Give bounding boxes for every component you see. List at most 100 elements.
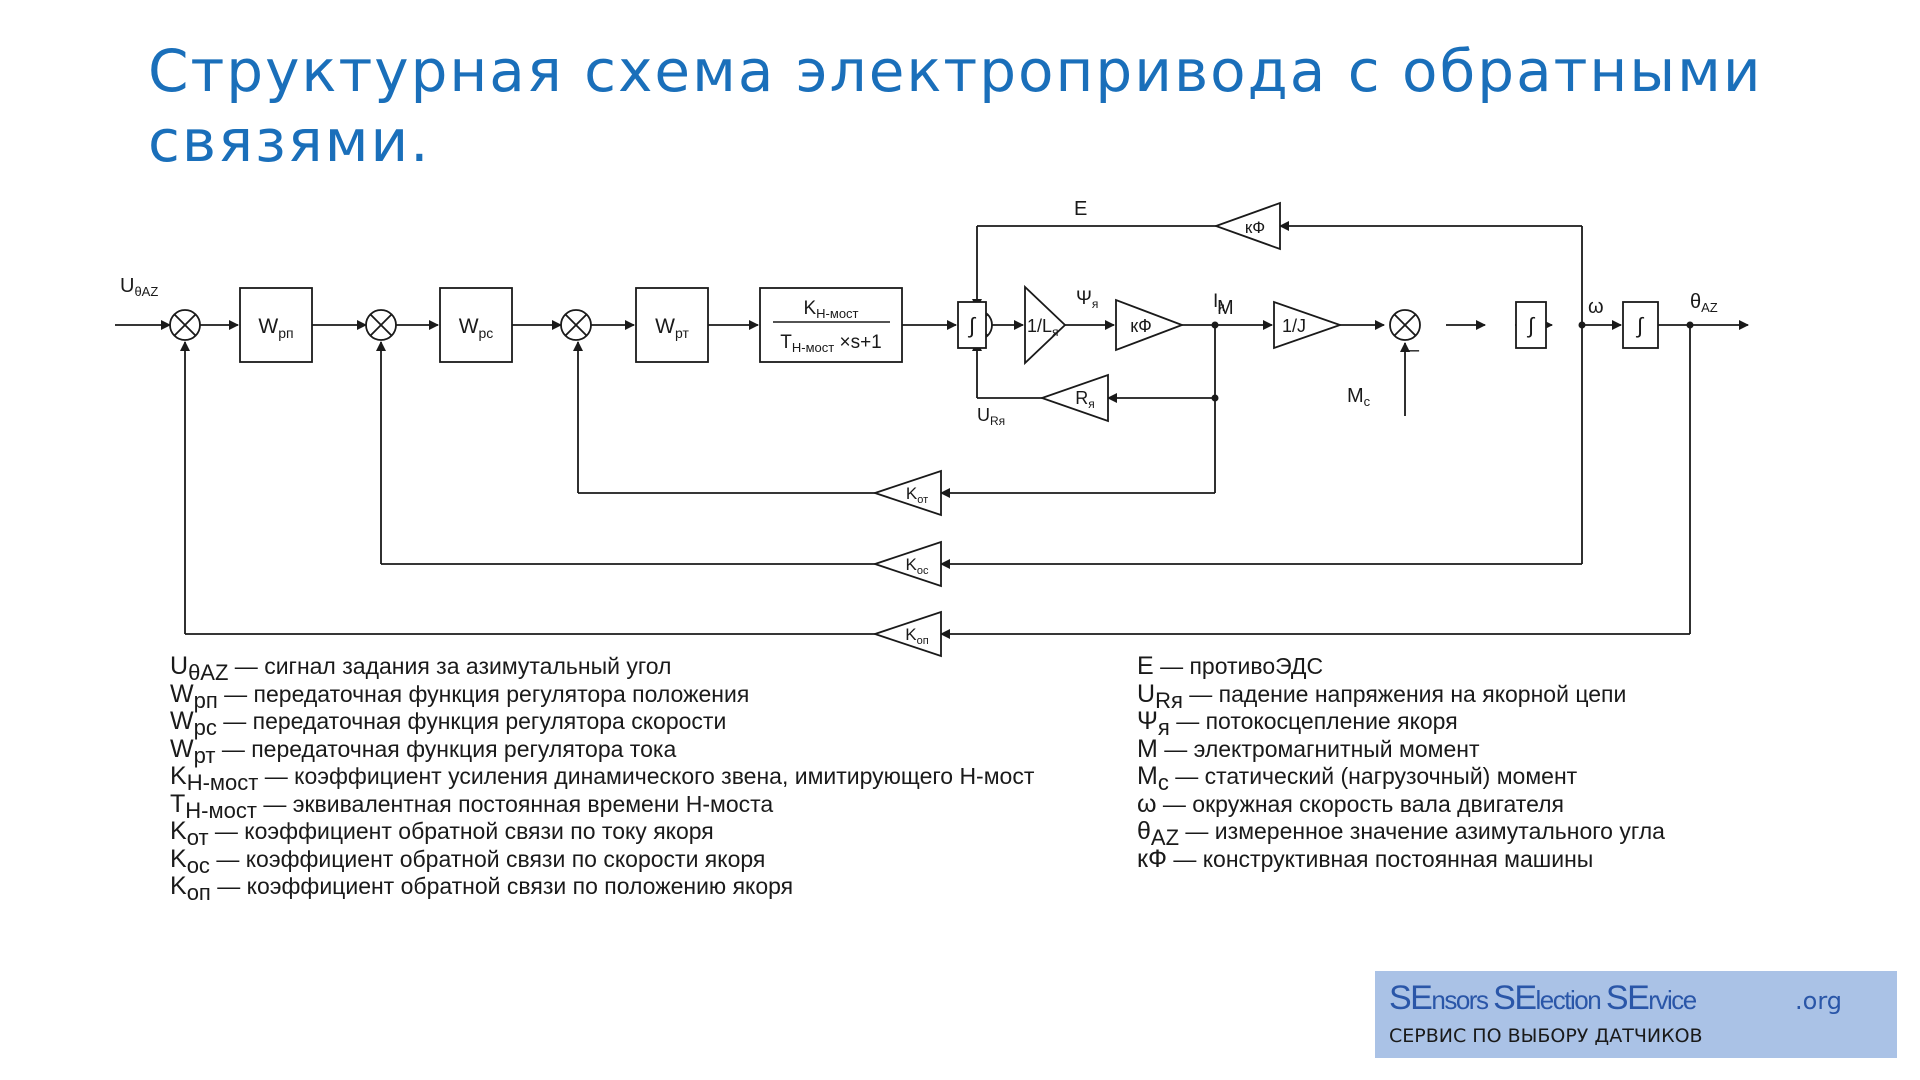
- signal-m: M: [1217, 297, 1234, 319]
- block-integrator-3: [1622, 301, 1659, 349]
- block-diagram: Wрп Wрс Wрт KН-мост TН-мост ×s+1 ∫ ∫ ∫ 1…: [115, 198, 1749, 658]
- summing-junction-torque: [1389, 309, 1421, 341]
- label-integrator-1: ∫: [967, 313, 977, 338]
- legend-description: — передаточная функция регулятора положе…: [217, 680, 750, 707]
- signal-psi: Ψя: [1076, 288, 1098, 311]
- page-title: Структурная схема электропривода с обрат…: [148, 37, 1763, 175]
- legend-item: Kос — коэффициент обратной связи по скор…: [170, 845, 1034, 876]
- logo-wordmark: SEnsors SElection SErvice: [1389, 979, 1697, 1017]
- legend-description: — электромагнитный момент: [1157, 735, 1480, 762]
- legend-description: — статический (нагрузочный) момент: [1168, 763, 1578, 789]
- legend-symbol: Ψ: [1137, 707, 1158, 735]
- legend-description: — окружная скорость вала двигателя: [1156, 790, 1564, 817]
- block-inv-l: [1024, 284, 1067, 366]
- legend-item: ω — окружная скорость вала двигателя: [1137, 789, 1665, 819]
- label-bridge-numerator: KН-мост: [803, 298, 858, 321]
- block-inv-j: [1273, 300, 1343, 350]
- logo-domain: .org: [1795, 987, 1842, 1015]
- legend-symbol: U: [170, 652, 189, 680]
- block-integrator-2: [1515, 301, 1547, 349]
- summing-junction-current: [560, 309, 592, 341]
- legend-description: — эквивалентная постоянная времени Н-мос…: [256, 790, 774, 817]
- block-integrator-1: [957, 301, 987, 349]
- block-k-op: [872, 610, 942, 658]
- minus-sign: –: [1408, 339, 1420, 361]
- legend-description: — коэффициент обратной связи по положени…: [210, 873, 794, 899]
- legend-description: — передаточная функция регулятора тока: [215, 735, 677, 762]
- block-k-os: [872, 540, 942, 588]
- sensors-selection-service-logo: SEnsors SElection SErvice .org СЕРВИС ПО…: [1375, 971, 1897, 1058]
- legend-description: — коэффициент усиления динамического зве…: [258, 763, 1035, 789]
- block-h-bridge: [759, 287, 903, 363]
- legend-subscript: AZ: [1150, 825, 1180, 850]
- block-kf-back: [1213, 201, 1281, 251]
- legend-subscript: Rя: [1155, 687, 1183, 713]
- legend-symbol: ω: [1137, 789, 1157, 818]
- signal-theta: θAZ: [1690, 291, 1718, 315]
- signal-i: Iя: [1213, 291, 1225, 314]
- label-kf-back: кФ: [1245, 218, 1265, 237]
- signal-e: E: [1074, 198, 1087, 220]
- legend-description: — коэффициент обратной связи по току яко…: [208, 818, 714, 844]
- legend-symbol: M: [1137, 762, 1158, 790]
- signal-mc: Mс: [1347, 385, 1371, 409]
- legend-description: — конструктивная постоянная машины: [1166, 845, 1594, 872]
- legend-item: Wрс — передаточная функция регулятора ск…: [170, 707, 1034, 738]
- summing-junction-position: [169, 309, 201, 341]
- legend-item: E — противоЭДС: [1137, 652, 1665, 681]
- label-w-rs: Wрс: [459, 315, 494, 341]
- legend-symbol: U: [1137, 679, 1156, 708]
- legend-subscript: ос: [186, 852, 210, 878]
- legend-symbol: θ: [1137, 817, 1151, 845]
- legend-item: Kот — коэффициент обратной связи по току…: [170, 817, 1034, 848]
- legend-symbol: K: [170, 872, 187, 900]
- legend-subscript: c: [1157, 770, 1169, 795]
- legend-item: Wрт — передаточная функция регулятора то…: [170, 735, 1034, 766]
- legend-description: — коэффициент обратной связи по скорости…: [209, 845, 766, 872]
- legend-subscript: я: [1157, 715, 1170, 740]
- legend-item: θAZ — измеренное значение азимутального …: [1137, 817, 1665, 848]
- legend-subscript: Н-мост: [186, 770, 259, 795]
- signal-omega: ω: [1588, 296, 1604, 318]
- logo-tagline: СЕРВИС ПО ВЫБОРУ ДАТЧИКОВ: [1389, 1025, 1703, 1047]
- legend-subscript: θAZ: [188, 660, 229, 685]
- label-integrator-3: ∫: [1635, 313, 1645, 338]
- legend-item: Ψя — потокосцепление якоря: [1137, 707, 1665, 738]
- legend-item: кФ — конструктивная постоянная машины: [1137, 844, 1665, 874]
- legend-subscript: рс: [193, 715, 217, 740]
- legend-description: — сигнал задания за азимутальный угол: [228, 653, 672, 679]
- label-inv-l: 1/Lя: [1027, 316, 1059, 339]
- legend-symbol: кФ: [1137, 844, 1167, 873]
- block-k-ot: [872, 469, 942, 517]
- label-k-op: Kоп: [905, 625, 928, 647]
- block-w-rs: [439, 287, 513, 363]
- signal-u-r: URя: [977, 405, 1005, 428]
- block-w-rp: [239, 287, 313, 363]
- label-bridge-denominator: TН-мост ×s+1: [780, 332, 882, 355]
- legend-item: TН-мост — эквивалентная постоянная време…: [170, 790, 1034, 821]
- legend-item: KН-мост — коэффициент усиления динамичес…: [170, 762, 1035, 793]
- label-w-rt: Wрт: [655, 315, 689, 341]
- legend-symbol: K: [170, 817, 187, 845]
- label-kf-forward: кФ: [1130, 316, 1152, 336]
- legend-item: URя — падение напряжения на якорной цепи: [1137, 679, 1665, 711]
- legend-subscript: рт: [193, 742, 216, 768]
- legend-description: — падение напряжения на якорной цепи: [1182, 680, 1627, 707]
- legend-item: M — электромагнитный момент: [1137, 734, 1665, 764]
- legend-subscript: оп: [186, 880, 211, 905]
- summing-junction-speed: [365, 309, 397, 341]
- legend-subscript: Н-мост: [185, 797, 257, 823]
- legend-description: — противоЭДС: [1153, 653, 1324, 679]
- legend-description: — измеренное значение азимутального угла: [1179, 818, 1665, 844]
- legend-symbol: M: [1137, 734, 1158, 763]
- legend-description: — передаточная функция регулятора скорос…: [216, 708, 727, 734]
- legend-left: UθAZ — сигнал задания за азимутальный уг…: [170, 652, 1035, 903]
- legend-item: Mc — статический (нагрузочный) момент: [1137, 762, 1665, 793]
- label-w-rp: Wрп: [258, 315, 293, 341]
- legend-symbol: K: [170, 762, 187, 790]
- legend-description: — потокосцепление якоря: [1169, 708, 1458, 734]
- legend-item: Kоп — коэффициент обратной связи по поло…: [170, 872, 1034, 903]
- block-w-rt: [635, 287, 709, 363]
- label-k-os: Kос: [906, 555, 929, 577]
- legend-subscript: рп: [193, 687, 218, 713]
